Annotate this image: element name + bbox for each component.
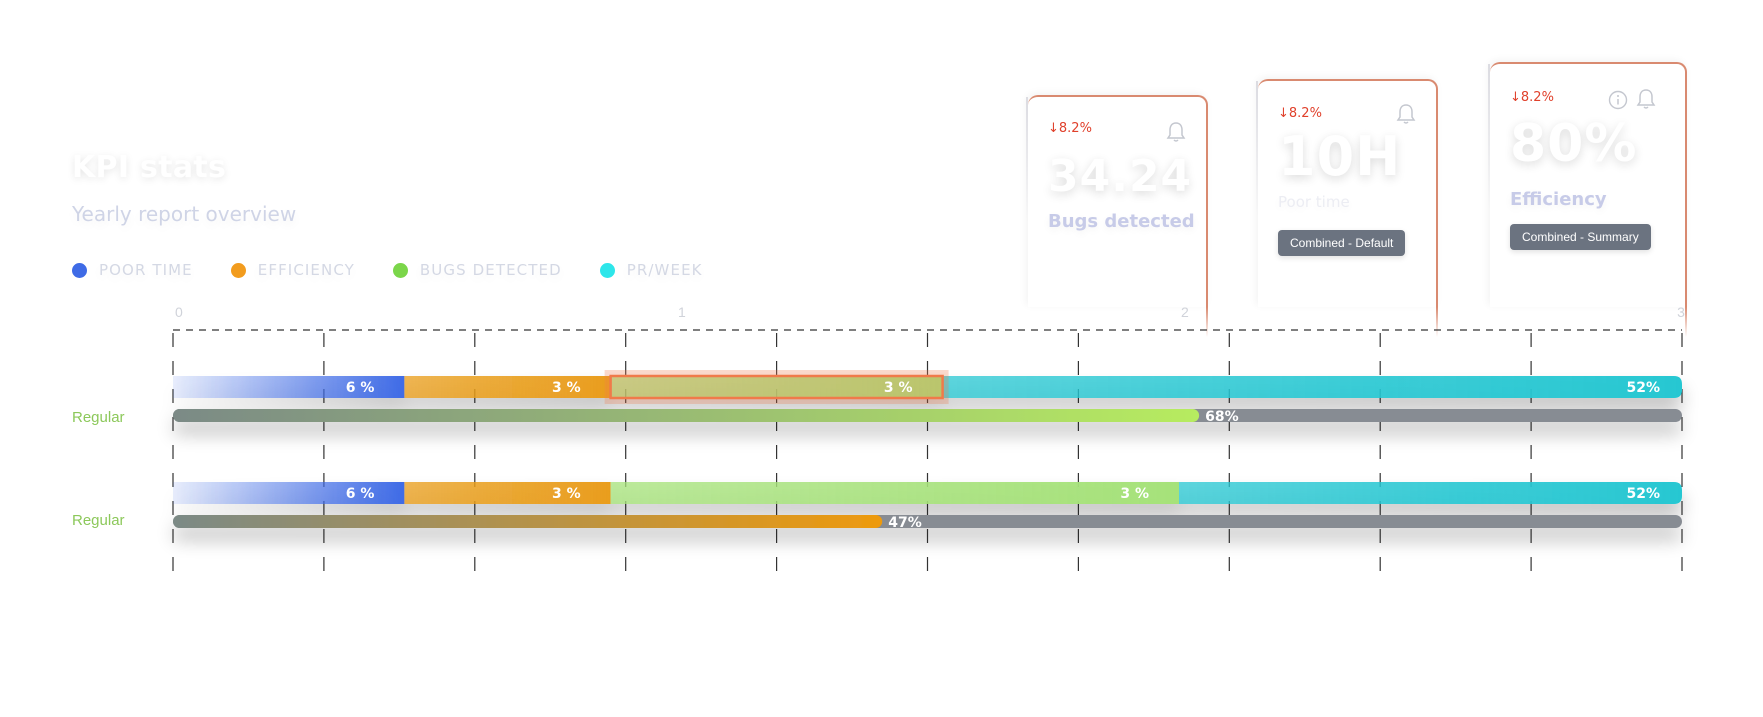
progress-fill <box>173 515 883 528</box>
kpi-label: Efficiency <box>1510 189 1607 210</box>
kpi-trend: ↓8.2% <box>1278 106 1322 121</box>
legend-swatch <box>599 262 615 278</box>
bar-segment[interactable] <box>173 376 405 398</box>
kpi-trend-value: 8.2% <box>1520 90 1554 105</box>
legend-swatch <box>230 262 246 278</box>
kpi-value: 80% <box>1510 114 1638 174</box>
chart-legend: POOR TIME EFFICIENCY BUGS DETECTED PR/WE… <box>72 261 741 279</box>
legend-label: POOR TIME <box>99 261 193 279</box>
progress-fill <box>173 409 1200 422</box>
arrow-down-icon: ↓ <box>1510 90 1521 105</box>
bar-segment[interactable] <box>610 376 943 398</box>
x-tick-label: 2 <box>1181 304 1189 320</box>
bell-icon[interactable] <box>1396 103 1416 125</box>
bar-segment[interactable] <box>610 482 1179 504</box>
x-tick-label: 0 <box>175 304 183 320</box>
progress-label: 68% <box>1205 409 1239 425</box>
kpi-trend: ↓8.2% <box>1048 121 1092 136</box>
kpi-label: Poor time <box>1278 193 1350 211</box>
kpi-tag[interactable]: Combined - Default <box>1278 230 1406 256</box>
bar-segment[interactable] <box>942 376 1682 398</box>
legend-item-poor-time[interactable]: POOR TIME <box>72 261 193 279</box>
kpi-label: Bugs detected <box>1048 211 1195 232</box>
row-label: Regular <box>72 409 125 426</box>
kpi-card-poor-time[interactable]: ↓8.2% 10H Poor time Combined - Default <box>1256 79 1438 337</box>
kpi-tag[interactable]: Combined - Summary <box>1510 224 1651 250</box>
bar-segment[interactable] <box>1179 482 1682 504</box>
data-label: 3 % <box>1120 486 1149 502</box>
data-label: 52% <box>1626 380 1660 396</box>
page-subtitle: Yearly report overview <box>72 202 297 226</box>
bar-segment[interactable] <box>404 376 611 398</box>
kpi-value: 10H <box>1278 125 1402 188</box>
legend-swatch <box>392 262 408 278</box>
data-label: 6 % <box>346 486 375 502</box>
legend-item-pr-week[interactable]: PR/WEEK <box>599 261 703 279</box>
bar-segment[interactable] <box>404 482 611 504</box>
legend-label: PR/WEEK <box>626 261 703 279</box>
kpi-trend: ↓8.2% <box>1510 90 1554 105</box>
x-tick-label: 3 <box>1677 304 1685 320</box>
highlight-box <box>609 374 944 400</box>
bell-icon[interactable] <box>1636 88 1656 110</box>
legend-label: BUGS DETECTED <box>419 261 562 279</box>
kpi-trend-value: 8.2% <box>1058 121 1092 136</box>
legend-item-bugs-detected[interactable]: BUGS DETECTED <box>392 261 562 279</box>
kpi-card-bugs-detected[interactable]: ↓8.2% 34.24 Bugs detected <box>1026 95 1208 337</box>
bar-row <box>173 376 1682 422</box>
x-tick-label: 1 <box>678 304 686 320</box>
kpi-value: 34.24 <box>1048 151 1193 202</box>
data-label: 3 % <box>552 486 581 502</box>
data-label: 3 % <box>552 380 581 396</box>
legend-swatch <box>72 262 87 278</box>
row-label: Regular <box>72 512 125 529</box>
bell-icon[interactable] <box>1166 121 1186 143</box>
legend-label: EFFICIENCY <box>257 261 355 279</box>
arrow-down-icon: ↓ <box>1048 121 1059 136</box>
data-label: 52% <box>1626 486 1660 502</box>
bar-row <box>173 482 1682 528</box>
data-label: 3 % <box>884 380 913 396</box>
page-title: KPI stats <box>72 150 227 185</box>
bar-segment[interactable] <box>173 482 405 504</box>
kpi-trend-value: 8.2% <box>1288 106 1322 121</box>
arrow-down-icon: ↓ <box>1278 106 1289 121</box>
info-icon[interactable] <box>1608 90 1628 110</box>
legend-item-efficiency[interactable]: EFFICIENCY <box>230 261 355 279</box>
progress-label: 47% <box>888 515 922 531</box>
data-label: 6 % <box>346 380 375 396</box>
kpi-card-efficiency[interactable]: ↓8.2% 80% Efficiency Combined - Summary <box>1488 62 1687 337</box>
